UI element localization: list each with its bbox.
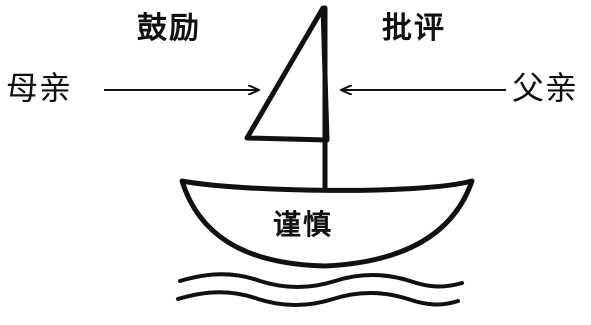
boat-hull xyxy=(179,178,475,269)
criticize-label: 批评 xyxy=(382,11,446,46)
sail xyxy=(244,5,330,143)
father-label: 父亲 xyxy=(512,69,579,107)
encourage-label: 鼓励 xyxy=(137,11,201,46)
mother-label: 母亲 xyxy=(6,69,73,107)
wave-line-top xyxy=(178,272,464,289)
wave-line-bottom xyxy=(176,290,460,307)
boat-label: 谨慎 xyxy=(273,208,334,241)
